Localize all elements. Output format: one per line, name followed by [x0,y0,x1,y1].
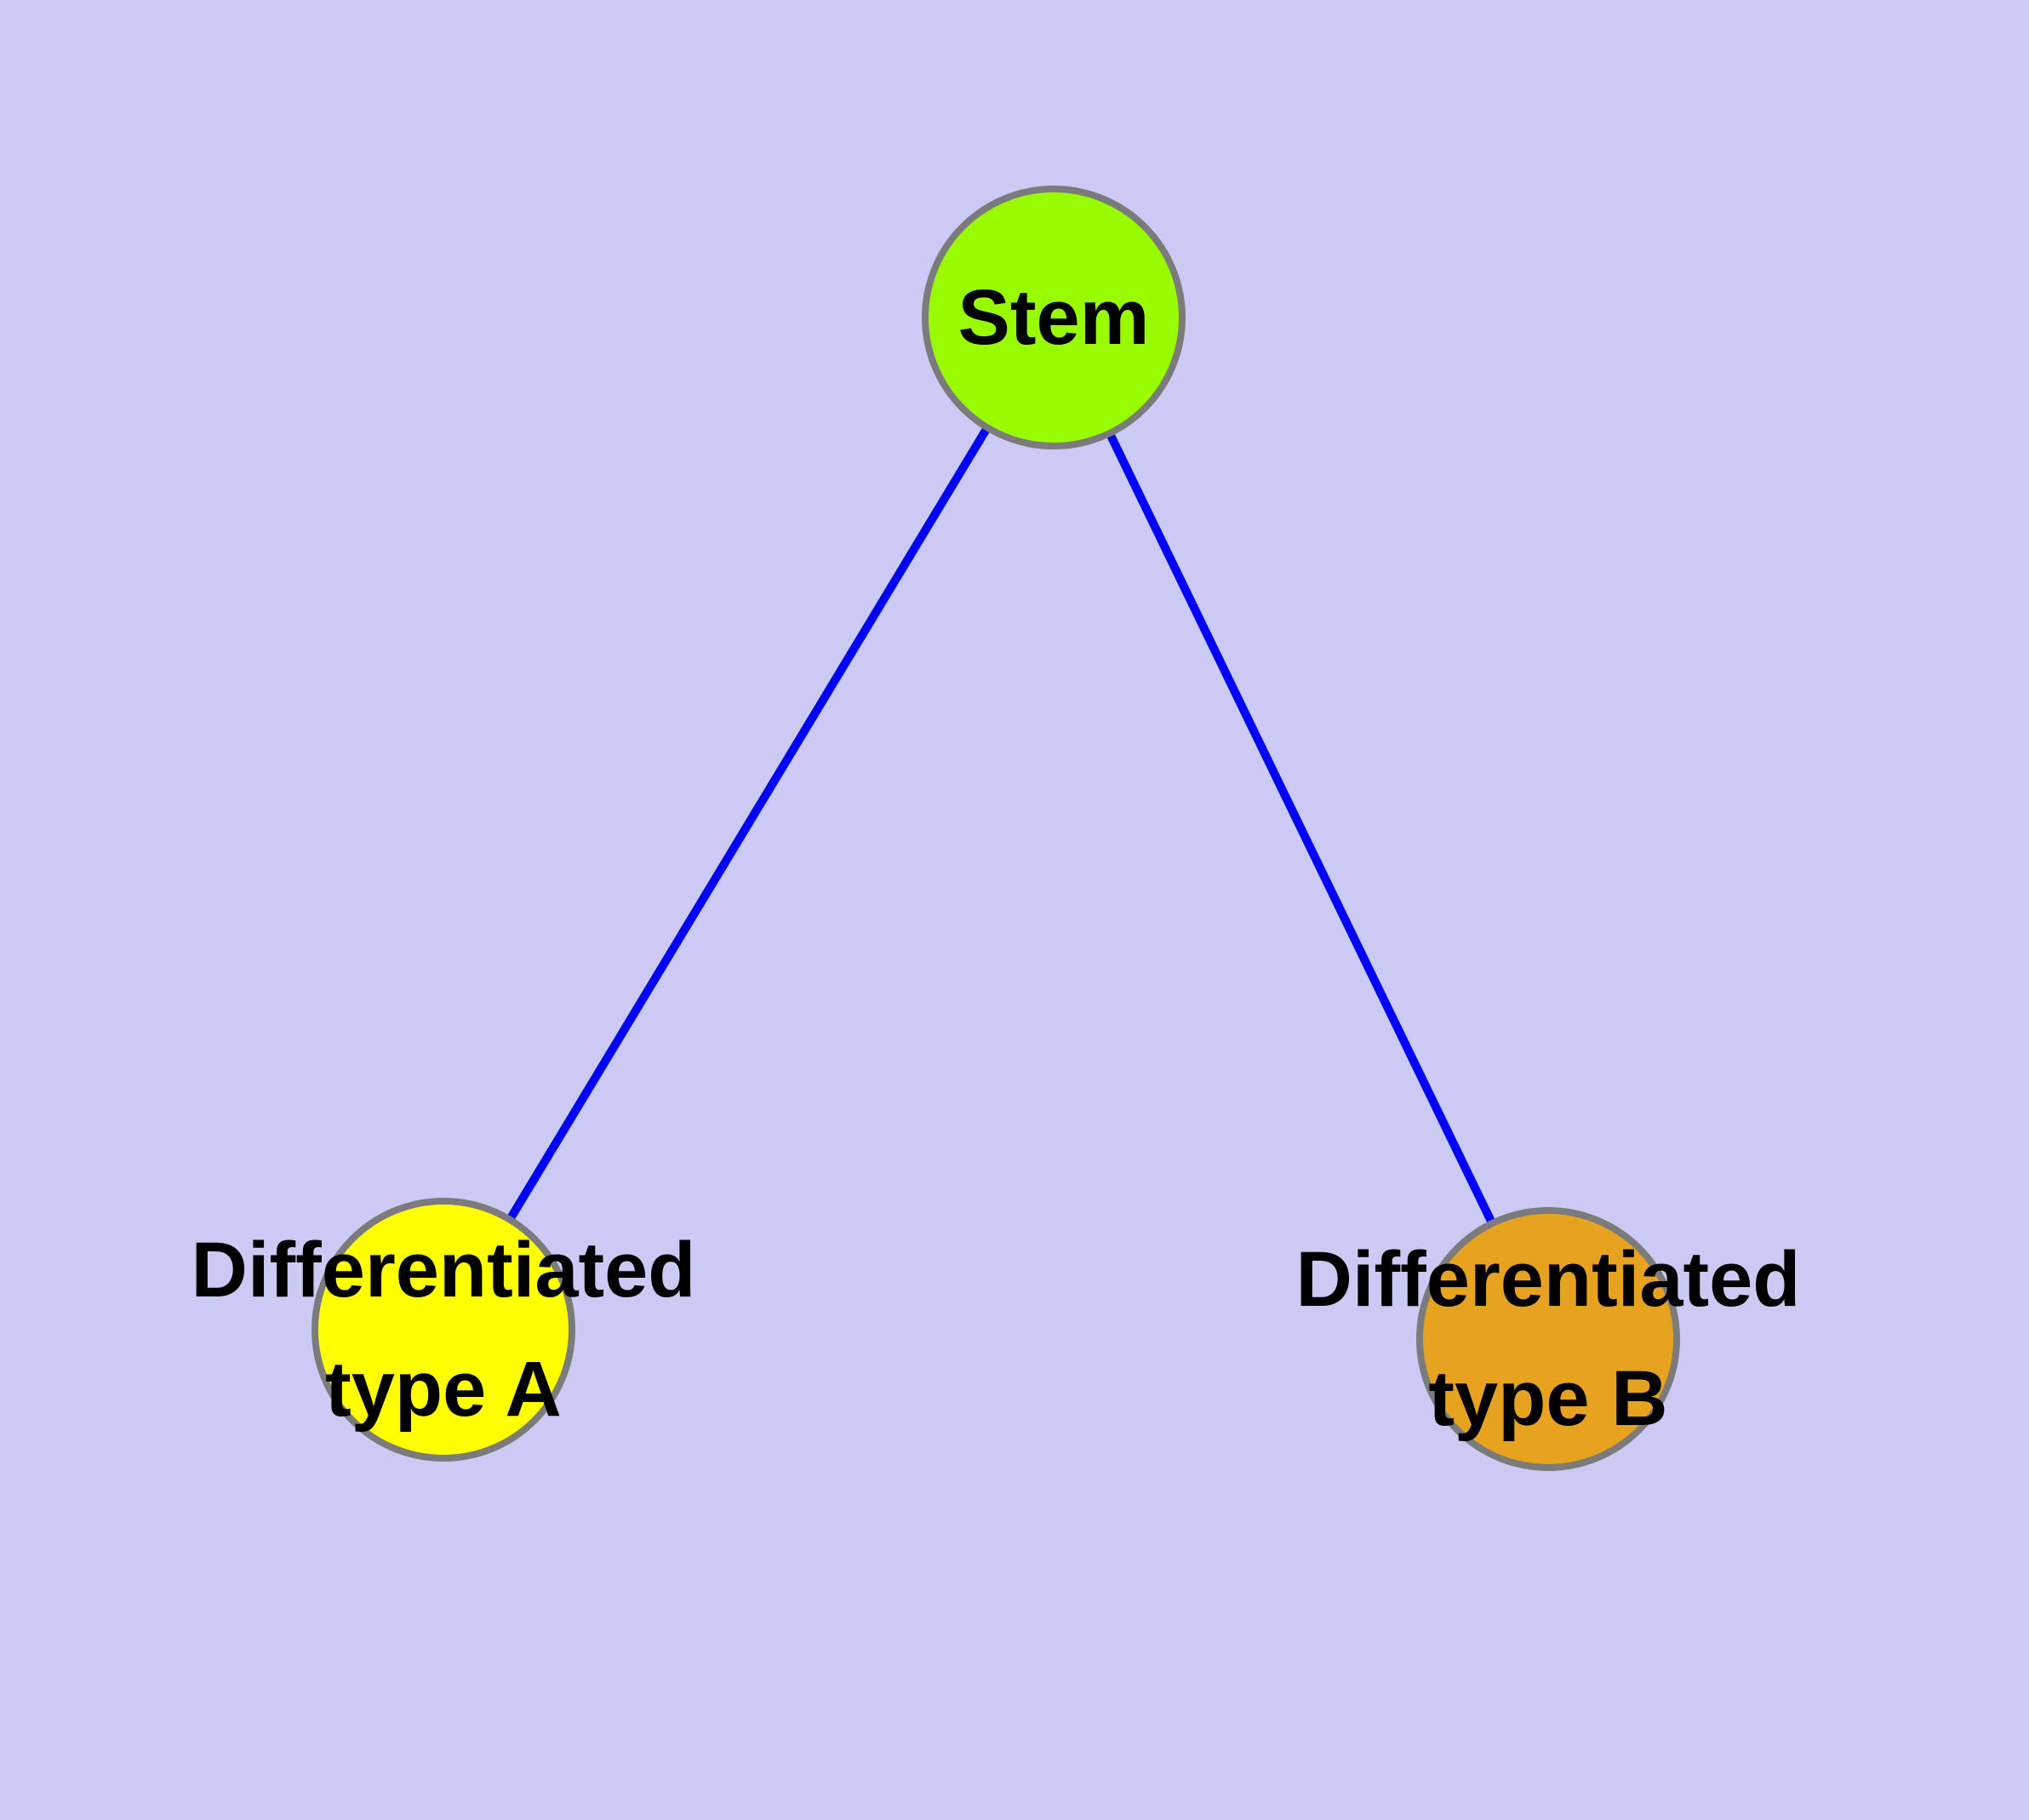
edge-stem-to-type-b [1049,315,1552,1342]
node-type-a-label-line: Differentiated [191,1227,696,1313]
edge-stem-to-type-a [439,315,1058,1332]
node-differentiated-type-b: Differentiated type B [1296,1207,1800,1471]
node-type-b-label-line: Differentiated [1295,1236,1801,1323]
node-type-b-label: Differentiated type B [1296,1220,1801,1458]
node-type-a-label: Differentiated type A [191,1210,696,1449]
node-stem-label-line: Stem [957,274,1150,361]
node-stem: Stem [922,186,1186,449]
node-type-b-label-line: type B [1428,1355,1668,1442]
node-differentiated-type-a: Differentiated type A [191,1198,695,1462]
node-stem-label: Stem [958,258,1150,377]
node-type-a-label-line: type A [325,1346,562,1433]
